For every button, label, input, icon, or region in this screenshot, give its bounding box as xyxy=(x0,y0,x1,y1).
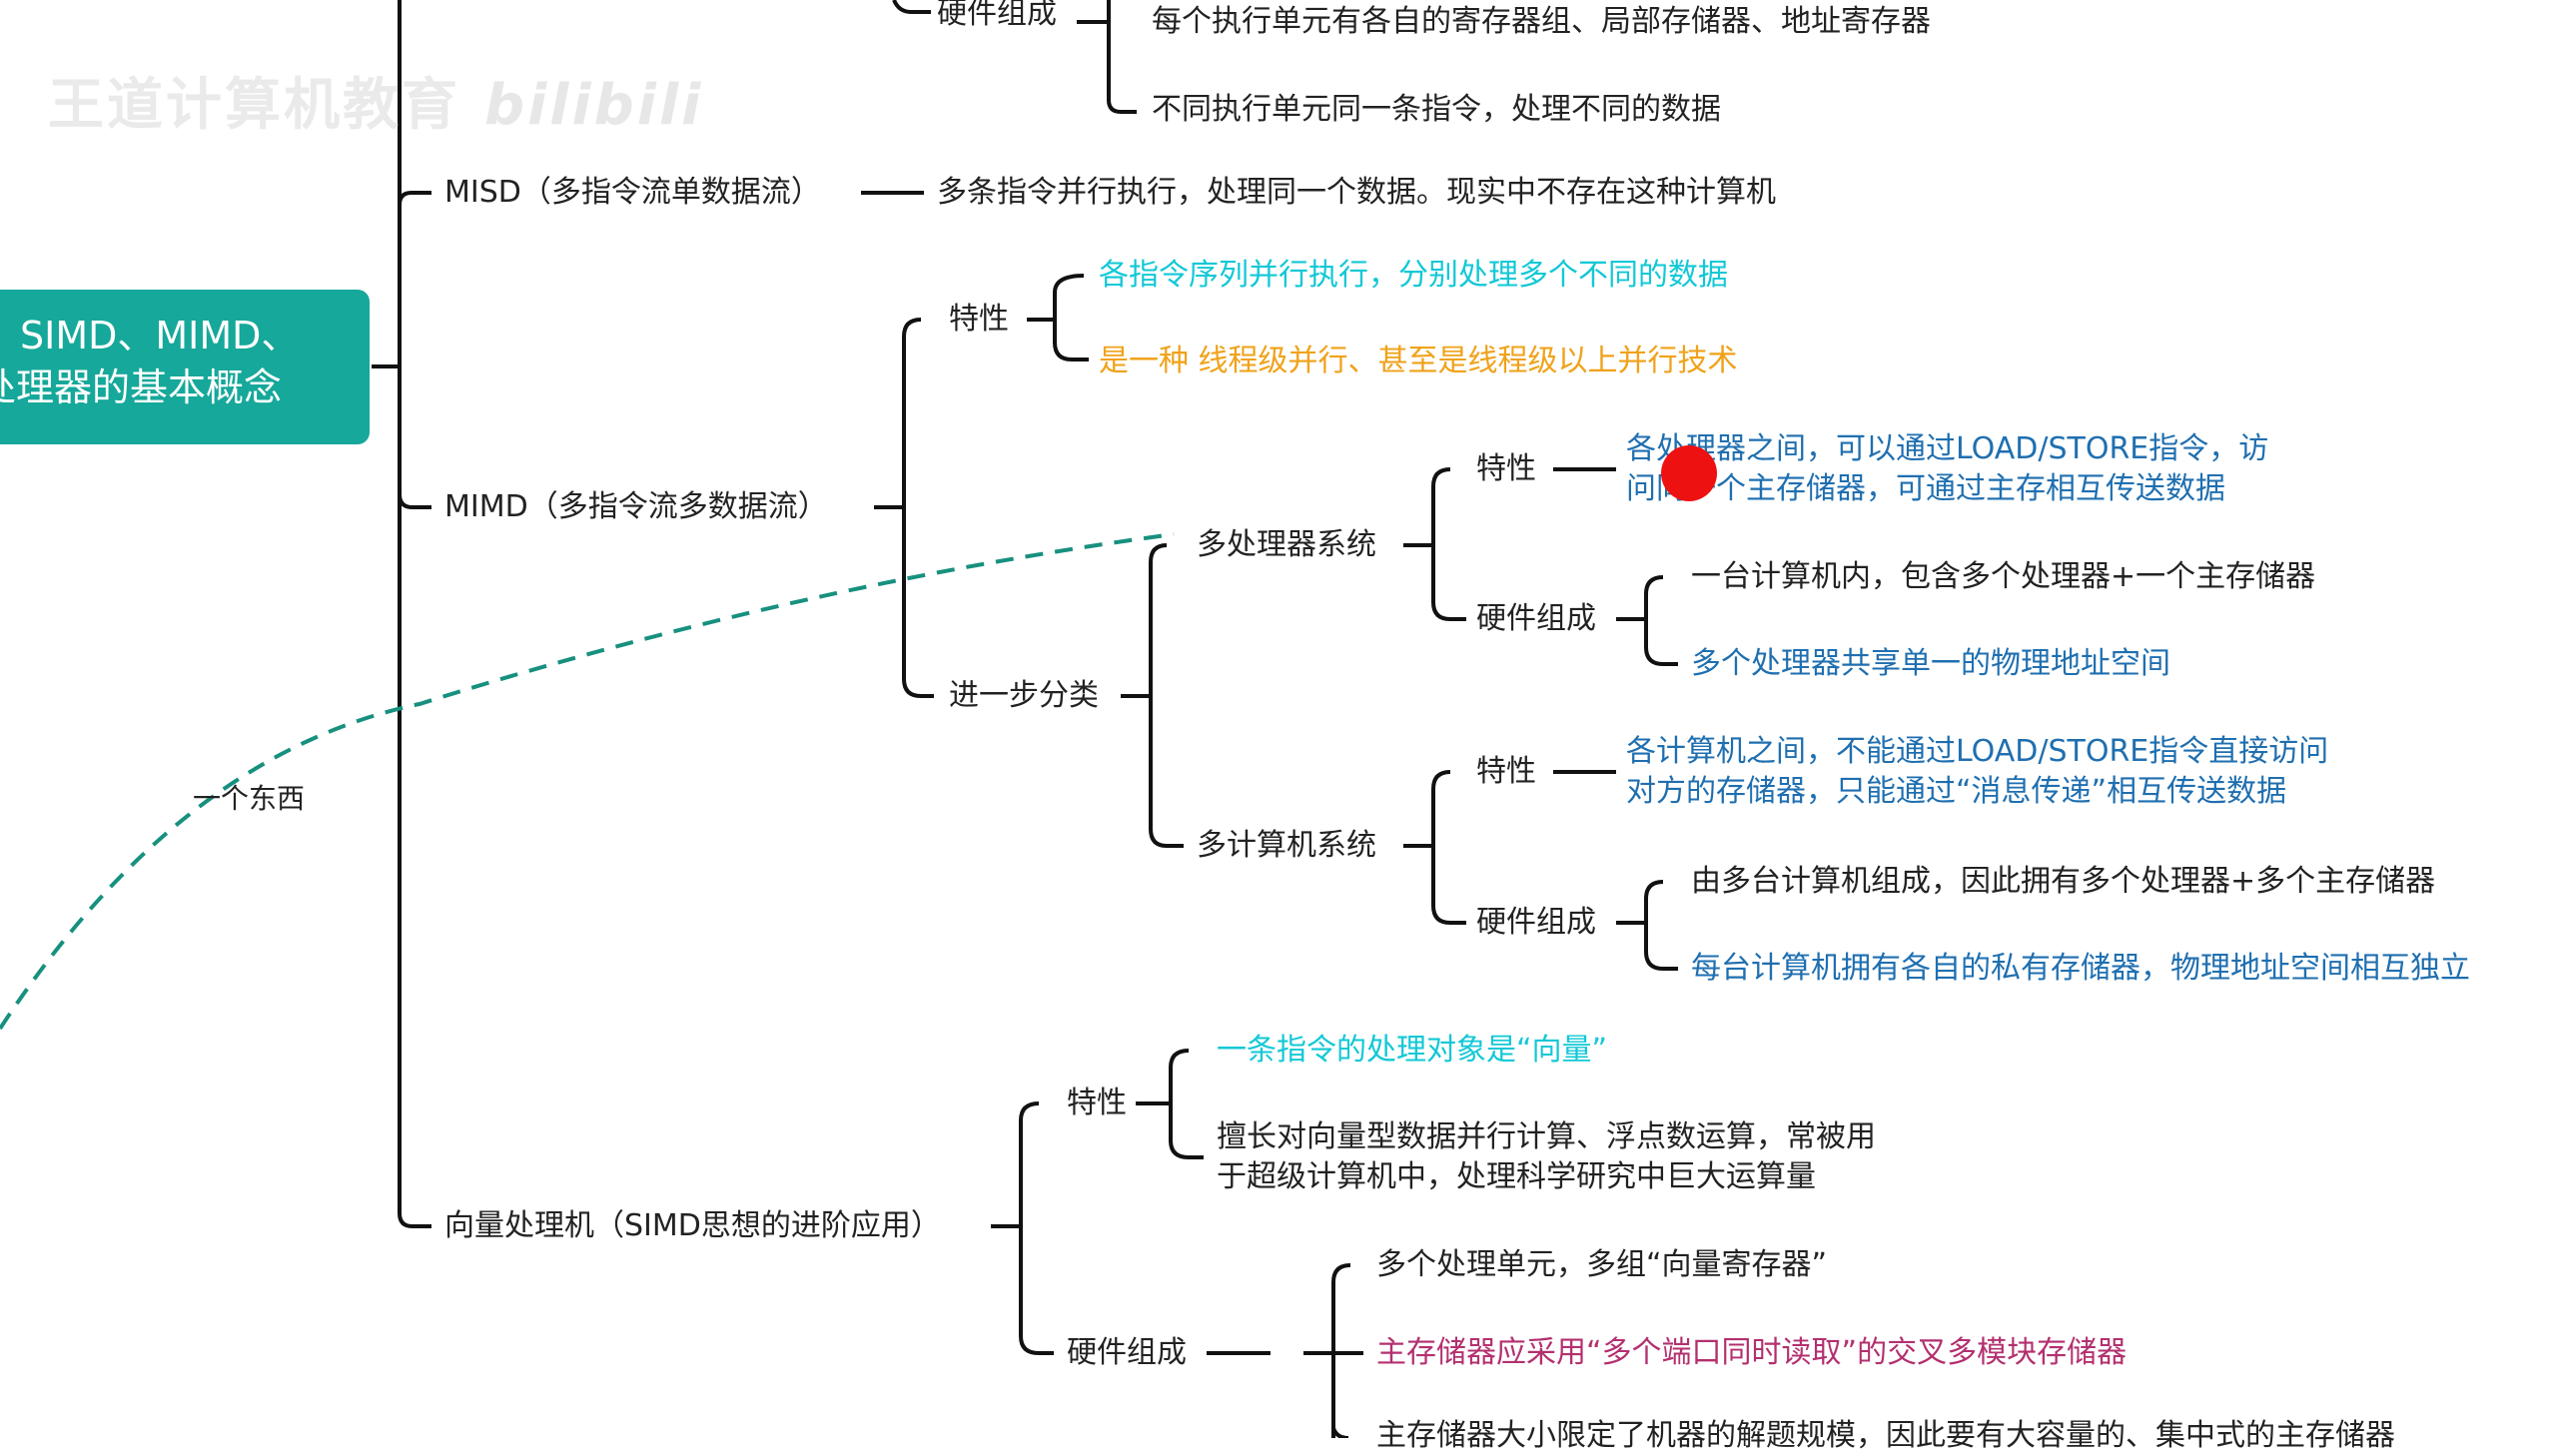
vector-feature-1: 一条指令的处理对象是“向量” xyxy=(1217,1033,1608,1068)
vector-feature-2-line-2: 于超级计算机中，处理科学研究中巨大运算量 xyxy=(1217,1159,1816,1194)
mp-hw-bracket xyxy=(1644,575,1678,666)
trunk-line xyxy=(398,0,431,1228)
annotation-dashed-curve xyxy=(0,532,1175,1031)
mp-bracket xyxy=(1431,467,1466,621)
vector-features-label[interactable]: 特性 xyxy=(1067,1086,1127,1120)
multicomputer-hw-label[interactable]: 硬件组成 xyxy=(1476,905,1596,940)
trunk-to-mimd xyxy=(398,493,431,509)
root-node[interactable]: SIMD、MIMD、 处理器的基本概念 xyxy=(0,290,370,444)
multiprocessor-feature-line-2: 问同一个主存储器，可通过主存相互传送数据 xyxy=(1626,471,2225,506)
simd-hw-label[interactable]: 硬件组成 xyxy=(937,0,1057,31)
vector-hw-label[interactable]: 硬件组成 xyxy=(1067,1335,1187,1370)
classify-bracket xyxy=(1149,543,1184,848)
vector-processor-node[interactable]: 向量处理机（SIMD思想的进阶应用） xyxy=(444,1208,941,1243)
multiprocessor-feature-line-1: 各处理器之间，可以通过LOAD/STORE指令，访 xyxy=(1626,431,2269,466)
multicomputer-node[interactable]: 多计算机系统 xyxy=(1197,828,1376,863)
vector-hw-item-3: 主存储器大小限定了机器的解题规模，因此要有大容量的、集中式的主存储器 xyxy=(1376,1418,2395,1453)
multiprocessor-hw-item-1: 一台计算机内，包含多个处理器+一个主存储器 xyxy=(1691,559,2316,594)
simd-hw-item-2: 不同执行单元同一条指令，处理不同的数据 xyxy=(1152,92,1721,127)
multiprocessor-hw-item-2: 多个处理器共享单一的物理地址空间 xyxy=(1691,646,2170,681)
multiprocessor-node[interactable]: 多处理器系统 xyxy=(1197,527,1376,562)
multicomputer-feature-line-2: 对方的存储器，只能通过“消息传递”相互传送数据 xyxy=(1626,774,2287,809)
root-title-line2: 处理器的基本概念 xyxy=(0,365,283,409)
watermark-logo: bilibili xyxy=(484,73,704,138)
mimd-bracket xyxy=(902,318,934,698)
multiprocessor-feature-label[interactable]: 特性 xyxy=(1476,451,1536,486)
simd-hw-stub xyxy=(892,0,931,14)
misd-desc: 多条指令并行执行，处理同一个数据。现实中不存在这种计算机 xyxy=(937,175,1776,210)
simd-hw-item-1: 每个执行单元有各自的寄存器组、局部存储器、地址寄存器 xyxy=(1152,4,1931,39)
multicomputer-hw-item-1: 由多台计算机组成，因此拥有多个处理器+多个主存储器 xyxy=(1691,864,2436,899)
vector-bracket xyxy=(1019,1101,1054,1355)
mimd-feature-1: 各指令序列并行执行，分别处理多个不同的数据 xyxy=(1099,258,1728,293)
mimd-feature-2: 是一种 线程级并行、甚至是线程级以上并行技术 xyxy=(1099,344,1738,378)
mc-hw-bracket xyxy=(1644,880,1678,971)
mimd-node[interactable]: MIMD（多指令流多数据流） xyxy=(444,489,828,524)
vector-hw-bracket xyxy=(1331,1263,1351,1438)
watermark: 王道计算机教育 bilibili xyxy=(48,60,703,141)
trunk-to-misd xyxy=(398,191,431,206)
vector-hw-tick-bottom xyxy=(1331,1427,1349,1438)
multiprocessor-hw-label[interactable]: 硬件组成 xyxy=(1476,601,1596,636)
watermark-text: 王道计算机教育 xyxy=(48,73,460,138)
simd-hw-bracket xyxy=(1107,0,1137,114)
annotation-label: 一个东西 xyxy=(193,782,306,815)
laser-pointer-dot xyxy=(1661,445,1717,501)
mimd-features-label[interactable]: 特性 xyxy=(949,302,1009,337)
mimd-classify-label[interactable]: 进一步分类 xyxy=(949,678,1099,713)
vector-hw-item-1: 多个处理单元，多组“向量寄存器” xyxy=(1376,1247,1828,1282)
vector-feature-2-line-1: 擅长对向量型数据并行计算、浮点数运算，常被用 xyxy=(1217,1119,1876,1154)
multicomputer-feature-line-1: 各计算机之间，不能通过LOAD/STORE指令直接访问 xyxy=(1626,734,2329,769)
mimd-features-bracket xyxy=(1053,274,1089,362)
vector-hw-item-2: 主存储器应采用“多个端口同时读取”的交叉多模块存储器 xyxy=(1376,1335,2128,1370)
mc-bracket xyxy=(1431,770,1466,925)
multicomputer-feature-label[interactable]: 特性 xyxy=(1476,754,1536,789)
misd-node[interactable]: MISD（多指令流单数据流） xyxy=(444,175,821,210)
root-title-line1: SIMD、MIMD、 xyxy=(20,314,300,358)
multicomputer-hw-item-2: 每台计算机拥有各自的私有存储器，物理地址空间相互独立 xyxy=(1691,951,2470,986)
vector-features-bracket xyxy=(1169,1049,1204,1159)
